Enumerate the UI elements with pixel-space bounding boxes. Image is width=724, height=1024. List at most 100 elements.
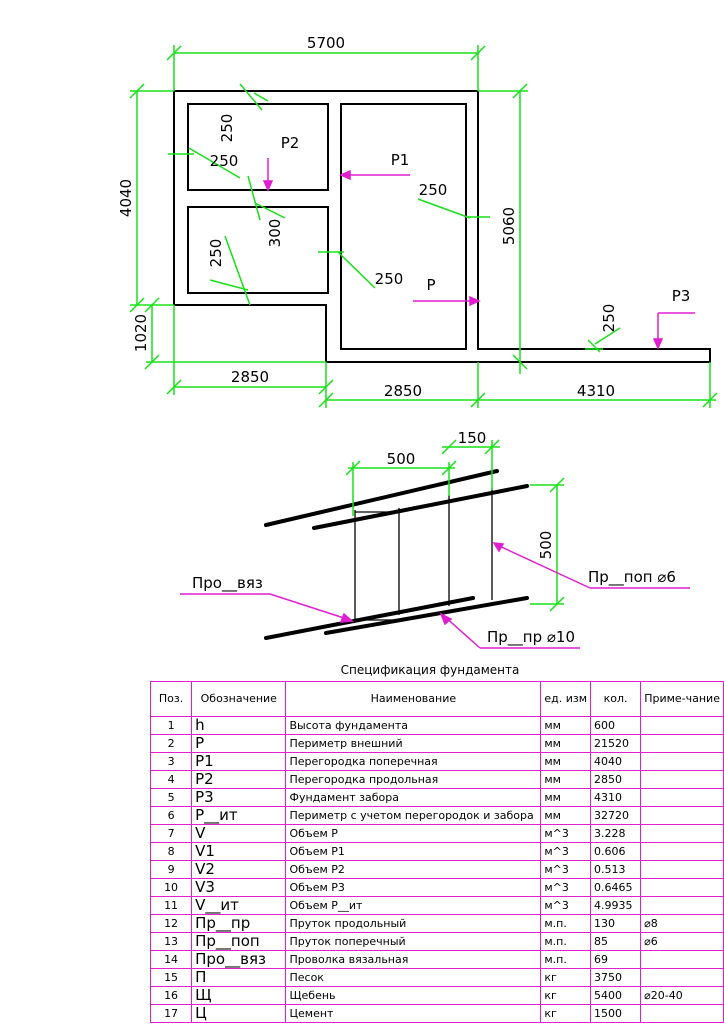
cell-code: P__ит [191,806,287,825]
cell-unit: м^3 [540,896,591,915]
cell-unit: мм [540,734,591,753]
detail-dim-width: 500 [387,450,416,468]
cell-qty: 5400 [589,986,642,1005]
cell-qty: 4.9935 [589,896,642,915]
cell-note [640,896,724,915]
label-pro-vyaz: Про__вяз [192,574,263,593]
cell-qty: 130 [589,914,642,933]
dim-right-height: 5060 [500,207,518,245]
cell-unit: кг [540,986,591,1005]
cell-pos: 14 [149,950,193,969]
detail-leaders [180,542,690,649]
cell-unit: м.п. [540,914,591,933]
cell-note [640,734,724,753]
cell-note [640,878,724,897]
header-pos: Поз. [149,681,193,717]
cell-qty: 4040 [589,752,642,771]
dim-wall-e: 250 [375,270,404,288]
cell-name: Объем P2 [285,860,542,879]
cell-pos: 12 [149,914,193,933]
cell-code: P1 [191,752,287,771]
detail-dimensions [345,439,565,612]
cell-note [640,950,724,969]
cell-code: V__ит [191,896,287,915]
cell-name: Периметр внешний [285,734,542,753]
ties [354,488,493,621]
cell-code: V3 [191,878,287,897]
spec-title: Спецификация фундамента [340,663,520,677]
cell-unit: мм [540,752,591,771]
dimension-lines [129,45,718,408]
cell-pos: 8 [149,842,193,861]
label-p2: P2 [281,134,300,152]
cell-pos: 6 [149,806,193,825]
cell-pos: 4 [149,770,193,789]
header-qty: кол. [589,681,642,717]
cell-qty: 4310 [589,788,642,807]
cell-note: ⌀20-40 [640,986,724,1005]
dim-wall-b: 250 [210,152,239,170]
cell-note: ⌀6 [640,932,724,951]
cell-code: Пр__пр [191,914,287,933]
dim-left-total: 4040 [117,179,135,217]
cell-pos: 17 [149,1004,193,1023]
cell-pos: 9 [149,860,193,879]
cell-pos: 11 [149,896,193,915]
dim-wall-c: 300 [266,219,284,248]
cell-code: P2 [191,770,287,789]
cell-pos: 3 [149,752,193,771]
cell-qty: 85 [589,932,642,951]
cell-name: Периметр с учетом перегородок и забора [285,806,542,825]
dim-wall-a: 250 [218,114,236,143]
label-p1: P1 [391,151,410,169]
dim-wall-f: 250 [419,181,448,199]
cell-pos: 5 [149,788,193,807]
cell-note [640,788,724,807]
foundation-plan: 5700 4040 1020 5060 2850 2850 4310 250 2… [117,34,718,408]
cell-qty: 3.228 [589,824,642,843]
cell-code: P [191,734,287,753]
dim-wall-d: 250 [207,239,225,268]
cell-name: Щебень [285,986,542,1005]
cell-qty: 2850 [589,770,642,789]
header-code: Обозначение [191,681,287,717]
cell-code: П [191,968,287,987]
cell-name: Перегородка поперечная [285,752,542,771]
dim-bottom-mid: 2850 [384,382,422,400]
cell-pos: 1 [149,716,193,735]
cell-unit: м.п. [540,932,591,951]
dim-wall-g: 250 [600,304,618,333]
detail-dim-height: 500 [537,531,555,560]
cell-name: Объем P__ит [285,896,542,915]
cell-code: V2 [191,860,287,879]
cell-qty: 32720 [589,806,642,825]
cell-note [640,806,724,825]
dim-bottom-right: 4310 [577,382,615,400]
cell-name: Объем P3 [285,878,542,897]
cell-qty: 69 [589,950,642,969]
cell-code: Ц [191,1004,287,1023]
cell-code: V [191,824,287,843]
header-name: Наименование [285,681,542,717]
cell-note [640,824,724,843]
cell-code: h [191,716,287,735]
cell-unit: мм [540,806,591,825]
cell-qty: 21520 [589,734,642,753]
cell-note [640,770,724,789]
detail-dim-offset: 150 [458,429,487,447]
cell-unit: мм [540,770,591,789]
cell-pos: 16 [149,986,193,1005]
dim-top: 5700 [307,34,345,52]
cell-note: ⌀8 [640,914,724,933]
section-leaders [262,158,695,350]
